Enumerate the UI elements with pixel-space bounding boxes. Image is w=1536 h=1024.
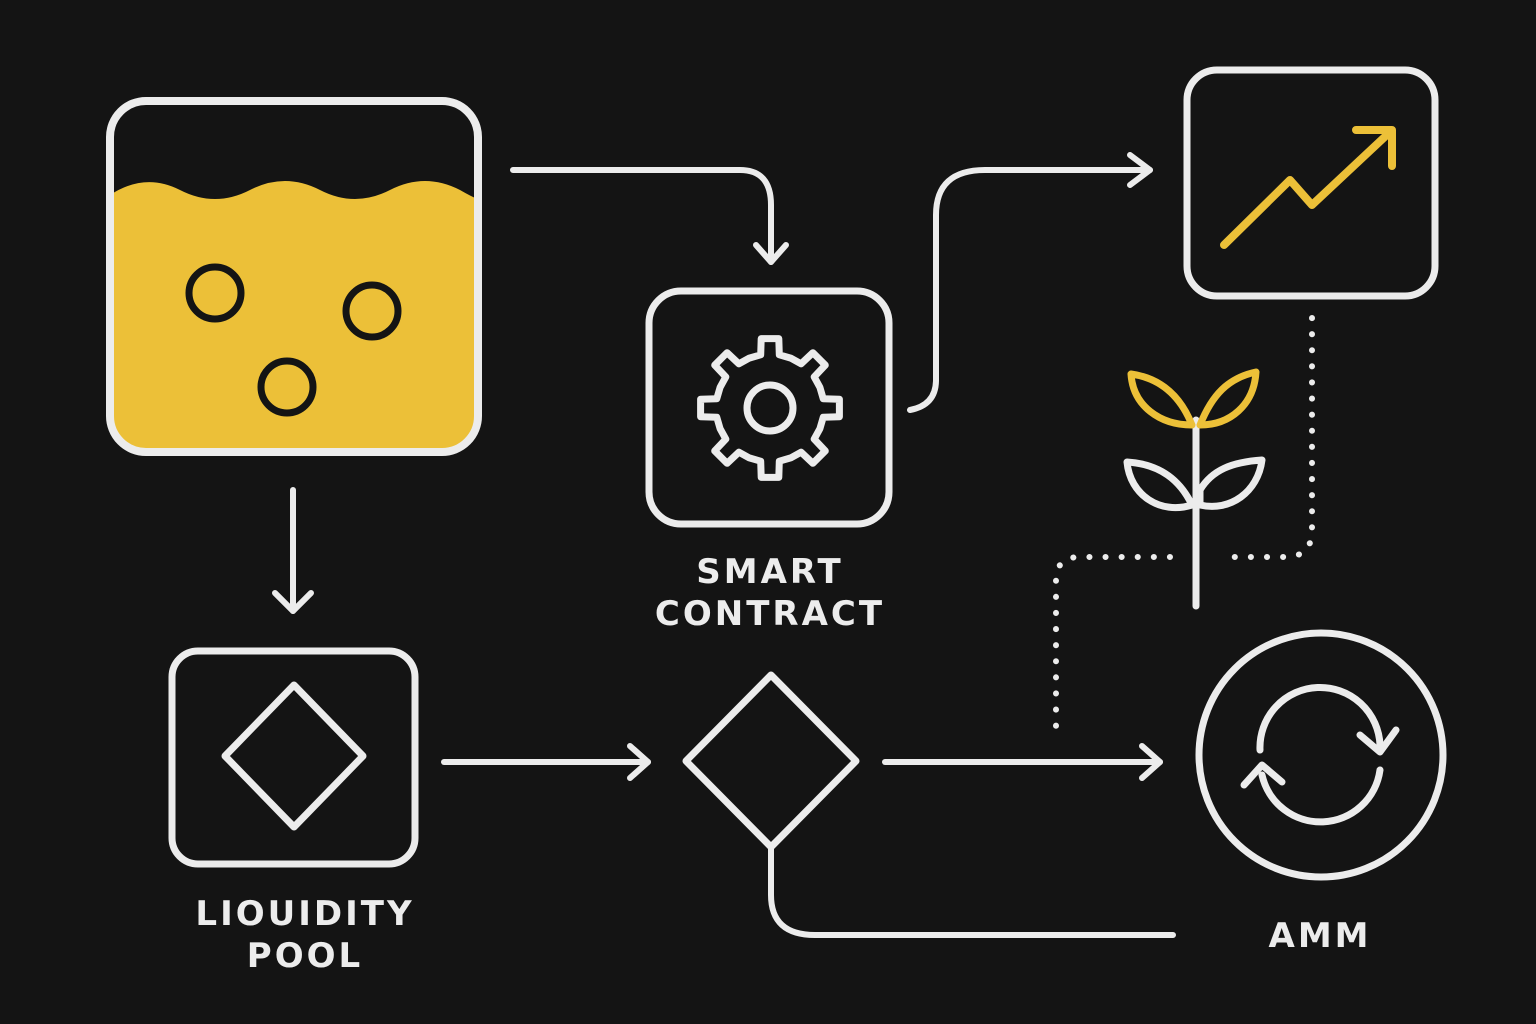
gear-icon [697,335,843,481]
decision-diamond [682,671,860,851]
refresh-cycle-icon [1240,684,1400,826]
arrowhead-pool [272,590,314,614]
connector-return-loop [768,844,1176,938]
arrowhead-chart [1127,152,1153,188]
growth-chart-node [1183,66,1439,300]
connector-tank-to-contract [510,167,774,265]
arrowhead-contract [753,242,789,265]
arrowhead-amm [1139,743,1163,781]
amm-node [1195,629,1447,881]
arrowhead-decision [627,743,651,781]
sprout-icon [1123,368,1266,610]
amm-label: AMM [1220,915,1420,957]
bubble-2 [342,281,402,341]
liquidity-pool-node [168,647,419,868]
trend-up-icon [1220,126,1396,249]
diamond-icon [221,681,367,831]
liquidity-pool-label: LIOUIDITY POOL [150,893,460,977]
connector-contract-to-chart [907,167,1153,413]
smart-contract-label: SMART CONTRACT [600,551,940,635]
liquidity-pool-label-line1: LIOUIDITY [195,894,415,934]
liquidity-pool-label-line2: POOL [246,936,364,976]
bubble-3 [257,357,317,417]
bubble-1 [185,263,245,323]
smart-contract-label-line1: SMART [696,552,844,592]
smart-contract-node [645,287,893,528]
dotted-connector-sprout-to-amm [1053,554,1173,737]
smart-contract-label-line2: CONTRACT [654,594,886,634]
liquid-tank-icon [106,97,482,456]
dotted-connector-chart-to-sprout [1225,315,1315,560]
amm-label-text: AMM [1268,916,1372,956]
